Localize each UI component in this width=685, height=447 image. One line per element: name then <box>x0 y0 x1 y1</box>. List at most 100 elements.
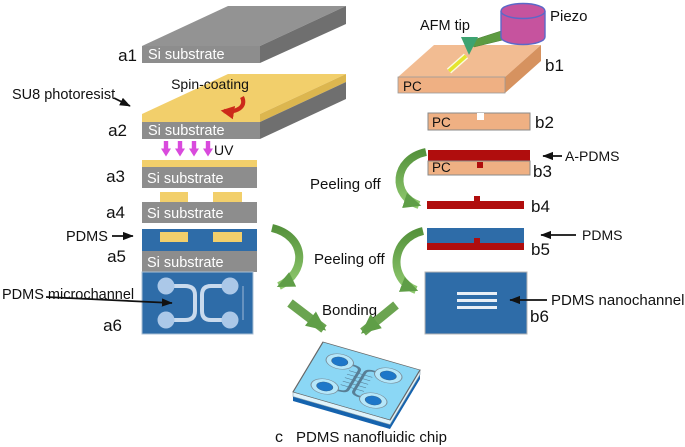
step-a6-microchannel: PDMS microchannel a6 <box>2 271 254 335</box>
step-label-a6: a6 <box>103 316 122 335</box>
piezo-cylinder-body <box>500 11 546 46</box>
si-substrate-label: Si substrate <box>147 171 224 187</box>
peeling-off-label: Peeling off <box>310 176 381 193</box>
step-b2-bar: PC b2 <box>427 112 554 132</box>
reservoir <box>157 277 175 295</box>
si-substrate-label: Si substrate <box>147 255 224 271</box>
nanochannel-line <box>457 306 497 309</box>
uv-arrows: UV <box>161 141 234 158</box>
chip-well <box>364 395 382 406</box>
step-b1-afm: AFM tip Piezo PC b1 <box>397 2 588 94</box>
panel-a: Si substrate a1 SU8 photoresist Spin-coa… <box>2 6 346 335</box>
pc-slab-top-face <box>398 45 541 77</box>
step-label-b5: b5 <box>531 240 550 259</box>
panel-b: AFM tip Piezo PC b1 PC b2 PC A-PDMS b3 P… <box>310 2 684 335</box>
reservoir <box>221 311 239 329</box>
apdms-ridge <box>474 238 480 243</box>
step-label-b4: b4 <box>531 197 550 216</box>
su8-layer <box>142 160 257 167</box>
nanochannel-line <box>457 299 497 302</box>
step-a4-bar: Si substrate a4 <box>106 192 257 223</box>
uv-label: UV <box>214 142 234 158</box>
si-substrate-label: Si substrate <box>148 47 225 63</box>
uv-arrow-icon <box>189 141 199 157</box>
su8-front-strip <box>142 114 260 122</box>
spin-rotation-arrow-icon <box>220 96 246 120</box>
si-substrate-label: Si substrate <box>147 206 224 222</box>
step-label-c: c <box>275 429 283 446</box>
step-label-b2: b2 <box>535 113 554 132</box>
step-label-a2: a2 <box>108 121 127 140</box>
su8-pattern <box>213 192 242 202</box>
apdms-layer <box>428 150 530 161</box>
si-slab-side-face <box>260 6 346 63</box>
chip-well <box>331 356 349 367</box>
apdms-filled-groove <box>477 162 483 168</box>
step-label-a1: a1 <box>118 46 137 65</box>
step-b5-bar: PDMS b5 <box>427 227 622 259</box>
chip-well <box>379 370 397 381</box>
step-label-a4: a4 <box>106 203 125 222</box>
step-a1-slab: Si substrate a1 <box>118 6 346 65</box>
su8-pointer-arrow-icon <box>113 97 131 107</box>
uv-arrow-icon <box>161 141 171 157</box>
scratched-groove <box>477 113 484 120</box>
bonding-arrow-icon <box>287 299 327 333</box>
microchannel-right <box>200 284 230 322</box>
microchannel-pointer-arrow-icon <box>45 296 173 307</box>
reservoir <box>221 277 239 295</box>
pdms-label: PDMS <box>582 227 622 243</box>
su8-pattern <box>160 232 188 242</box>
step-label-a3: a3 <box>106 167 125 186</box>
si-slab-side-face <box>260 82 346 139</box>
su8-pattern <box>160 192 188 202</box>
peeling-off-arrow-icon <box>270 224 304 290</box>
si-bar <box>142 251 257 272</box>
scratched-line <box>447 54 468 73</box>
si-bar <box>142 202 257 223</box>
panel-c-chip: c PDMS nanofluidic chip <box>275 341 447 446</box>
step-label-b1: b1 <box>545 56 564 75</box>
pc-label: PC <box>403 79 422 94</box>
pc-slab-front-face <box>397 76 506 94</box>
pc-label: PC <box>432 160 451 175</box>
su8-side-face <box>260 74 346 122</box>
step-a2-slab: Spin-coating Si substrate a2 <box>108 74 346 140</box>
piezo-cylinder-top <box>500 2 546 20</box>
step-b3-bar: PC A-PDMS b3 <box>427 148 619 181</box>
uv-arrow-icon <box>203 141 213 157</box>
nanochannel-line <box>457 292 497 295</box>
step-a5-bar: PDMS Si substrate a5 <box>66 229 257 272</box>
bonding-label: Bonding <box>322 302 377 319</box>
uv-arrow-icon <box>175 141 185 157</box>
pdms-block <box>424 271 528 335</box>
si-bar <box>142 167 257 188</box>
pdms-layer <box>427 228 524 243</box>
apdms-ridge <box>474 196 480 202</box>
chip-caption: PDMS nanofluidic chip <box>296 429 447 446</box>
pdms-nanochannel-label: PDMS nanochannel <box>551 292 684 309</box>
apdms-label: A-PDMS <box>565 148 619 164</box>
chip-nanochannel-lines <box>340 370 373 392</box>
step-b4-bar: b4 <box>427 196 550 216</box>
chip-well <box>316 381 334 392</box>
si-slab-top-face <box>142 6 346 46</box>
bonding-arrow-icon <box>360 301 399 336</box>
piezo-label: Piezo <box>550 8 588 25</box>
si-slab-front-face <box>142 46 260 63</box>
pdms-label: PDMS <box>66 229 108 245</box>
afm-tip-label: AFM tip <box>420 18 470 34</box>
step-label-b6: b6 <box>530 307 549 326</box>
afm-tip-icon <box>461 37 478 55</box>
step-a3-bar: Si substrate a3 <box>106 160 257 188</box>
pc-label: PC <box>432 115 451 130</box>
si-slab-front-face <box>142 122 260 139</box>
step-b6-nanochannel: PDMS nanochannel b6 <box>424 271 684 335</box>
reservoir <box>157 311 175 329</box>
chip-top-face-group <box>292 341 421 421</box>
si-substrate-label: Si substrate <box>148 123 225 139</box>
apdms-mold <box>427 201 524 209</box>
step-label-a5: a5 <box>107 247 126 266</box>
